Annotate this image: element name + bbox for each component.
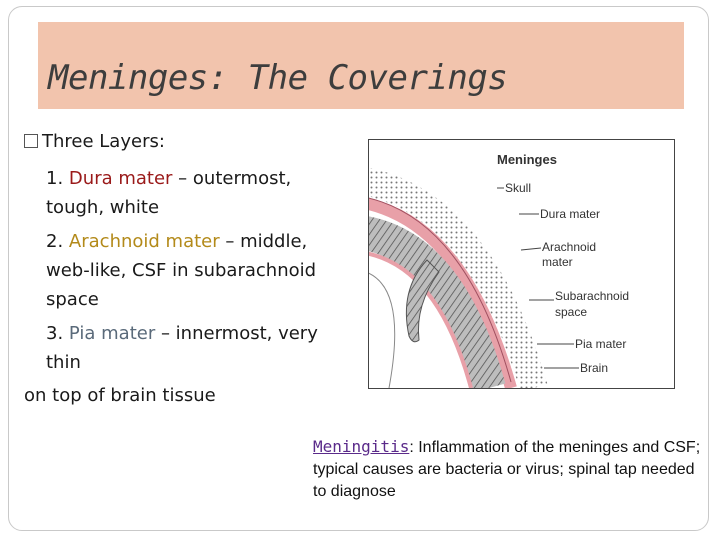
meningitis-description: : Inflammation of the meninges and CSF; …: [313, 439, 701, 500]
label-subarachnoid: Subarachnoid: [555, 289, 629, 303]
diagram-heading: Meninges: [497, 152, 557, 167]
page-title: Meninges: The Coverings: [48, 58, 508, 98]
layer-item-pia: 3. Pia mater – innermost, very thin: [46, 319, 346, 377]
layer-item-arachnoid: 2. Arachnoid mater – middle, web-like, C…: [46, 227, 346, 314]
bullet-three-layers: Three Layers:: [24, 131, 165, 152]
slide-frame: [8, 6, 709, 531]
brain-outline: [369, 272, 396, 388]
layer-term-arachnoid: Arachnoid mater: [68, 231, 220, 252]
footline-text: on top of brain tissue: [24, 385, 216, 406]
layer-description: – middle, web-like, CSF in subarachnoid …: [46, 231, 317, 310]
subarachnoid-layer: [369, 216, 506, 388]
label-skull: Skull: [505, 181, 531, 195]
layer-number: 2.: [46, 231, 64, 252]
label-dura-mater: Dura mater: [540, 207, 600, 221]
layer-term-pia: Pia mater: [68, 323, 156, 344]
title-bar: Meninges: The Coverings: [38, 22, 684, 109]
layer-number: 3.: [46, 323, 64, 344]
layer-term-dura: Dura mater: [68, 168, 173, 189]
layer-item-dura: 1. Dura mater – outermost, tough, white: [46, 164, 346, 222]
label-brain: Brain: [580, 361, 608, 375]
label-arachnoid-mater: mater: [542, 255, 573, 269]
meninges-diagram: Meninges Skull Dura mater Arachnoid mate…: [368, 139, 675, 389]
meningitis-term: Meningitis: [313, 437, 410, 456]
label-arachnoid: Arachnoid: [542, 240, 596, 254]
layer-description: – outermost, tough, white: [46, 168, 292, 218]
skull-layer: [369, 167, 548, 388]
dura-layer: [369, 198, 517, 388]
bullet-text: Three Layers:: [42, 131, 165, 152]
layer-description: – innermost, very thin: [46, 323, 318, 373]
label-subarachnoid-space: space: [555, 305, 587, 319]
sulcus-fold: [405, 259, 440, 343]
meninges-illustration: Meninges Skull Dura mater Arachnoid mate…: [369, 152, 629, 388]
label-pia-mater: Pia mater: [575, 337, 626, 351]
meningitis-note: Meningitis: Inflammation of the meninges…: [313, 436, 708, 503]
layer-number: 1.: [46, 168, 64, 189]
checkbox-bullet-icon: [24, 134, 38, 148]
